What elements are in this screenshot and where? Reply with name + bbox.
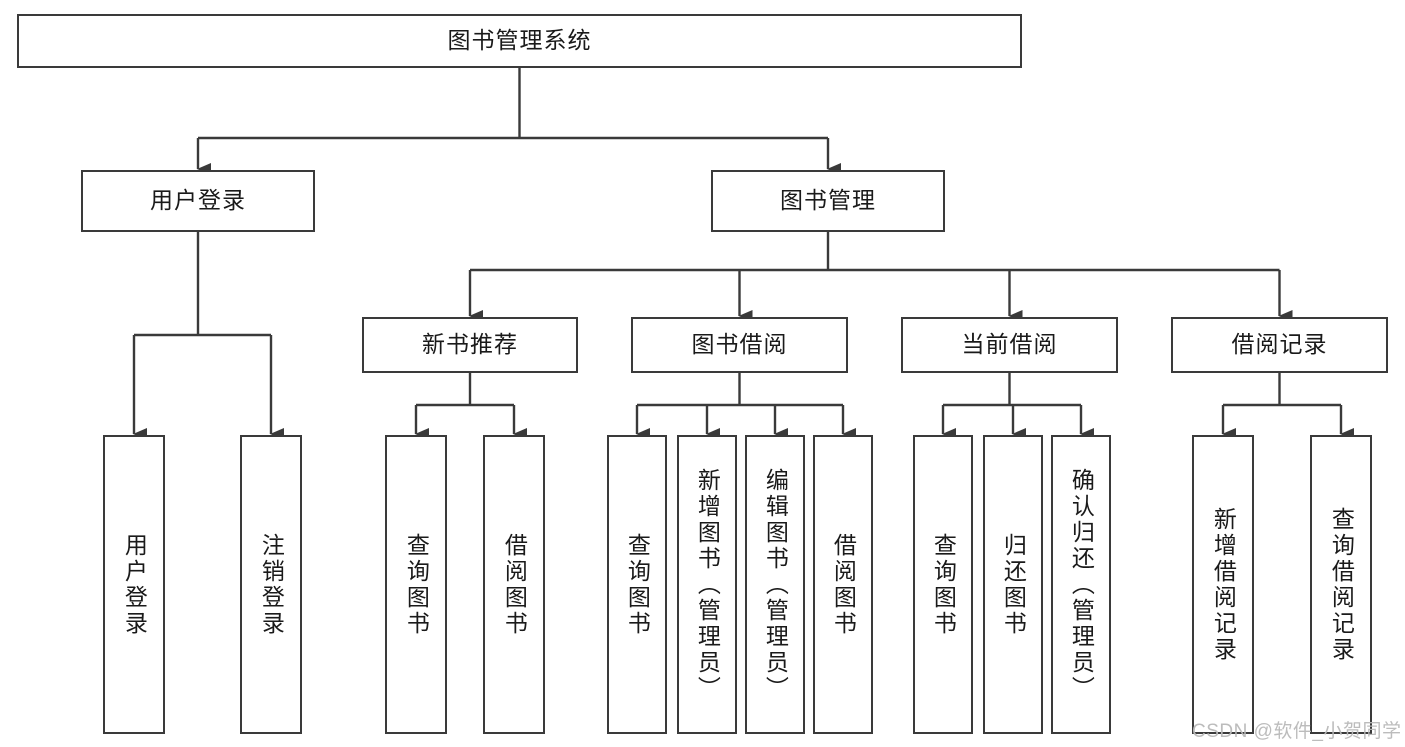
leaf-add-record[interactable]: 新增借阅记录 bbox=[1192, 435, 1254, 734]
node-borrow-record-label: 借阅记录 bbox=[1231, 331, 1328, 358]
leaf-edit-book[interactable]: 编辑图书（管理员） bbox=[745, 435, 805, 734]
node-book-borrow[interactable]: 图书借阅 bbox=[631, 317, 848, 373]
leaf-borrow-book-1[interactable]: 借阅图书 bbox=[483, 435, 545, 734]
leaf-query-book-1-label: 查询图书 bbox=[403, 532, 430, 637]
leaf-logout-login-label: 注销登录 bbox=[258, 532, 285, 637]
leaf-confirm-return-label: 确认归还（管理员） bbox=[1068, 467, 1095, 702]
node-root-label: 图书管理系统 bbox=[447, 27, 592, 54]
leaf-query-book-3-label: 查询图书 bbox=[930, 532, 957, 637]
node-book-borrow-label: 图书借阅 bbox=[691, 331, 788, 358]
leaf-query-book-3[interactable]: 查询图书 bbox=[913, 435, 973, 734]
leaf-add-record-label: 新增借阅记录 bbox=[1210, 506, 1237, 663]
leaf-add-book-label: 新增图书（管理员） bbox=[694, 467, 721, 702]
leaf-edit-book-label: 编辑图书（管理员） bbox=[762, 467, 789, 702]
watermark: CSDN @软件_小贺同学 bbox=[1192, 721, 1402, 742]
node-root[interactable]: 图书管理系统 bbox=[17, 14, 1022, 68]
node-new-book-recommend[interactable]: 新书推荐 bbox=[362, 317, 578, 373]
node-book-manage[interactable]: 图书管理 bbox=[711, 170, 945, 232]
leaf-return-book-label: 归还图书 bbox=[1000, 532, 1027, 637]
leaf-user-login-label: 用户登录 bbox=[121, 532, 148, 637]
node-new-book-recommend-label: 新书推荐 bbox=[422, 331, 518, 358]
leaf-query-book-2-label: 查询图书 bbox=[624, 532, 651, 637]
leaf-borrow-book-1-label: 借阅图书 bbox=[501, 532, 528, 637]
leaf-query-book-2[interactable]: 查询图书 bbox=[607, 435, 667, 734]
leaf-query-record-label: 查询借阅记录 bbox=[1328, 506, 1355, 663]
node-borrow-record[interactable]: 借阅记录 bbox=[1171, 317, 1388, 373]
leaf-borrow-book-2-label: 借阅图书 bbox=[830, 532, 857, 637]
leaf-logout-login[interactable]: 注销登录 bbox=[240, 435, 302, 734]
leaf-return-book[interactable]: 归还图书 bbox=[983, 435, 1043, 734]
leaf-query-record[interactable]: 查询借阅记录 bbox=[1310, 435, 1372, 734]
node-book-manage-label: 图书管理 bbox=[780, 187, 876, 214]
leaf-confirm-return[interactable]: 确认归还（管理员） bbox=[1051, 435, 1111, 734]
leaf-borrow-book-2[interactable]: 借阅图书 bbox=[813, 435, 873, 734]
node-current-borrow[interactable]: 当前借阅 bbox=[901, 317, 1118, 373]
leaf-add-book[interactable]: 新增图书（管理员） bbox=[677, 435, 737, 734]
node-user-login-label: 用户登录 bbox=[150, 187, 246, 214]
leaf-query-book-1[interactable]: 查询图书 bbox=[385, 435, 447, 734]
node-user-login[interactable]: 用户登录 bbox=[81, 170, 315, 232]
node-current-borrow-label: 当前借阅 bbox=[961, 331, 1058, 358]
leaf-user-login[interactable]: 用户登录 bbox=[103, 435, 165, 734]
